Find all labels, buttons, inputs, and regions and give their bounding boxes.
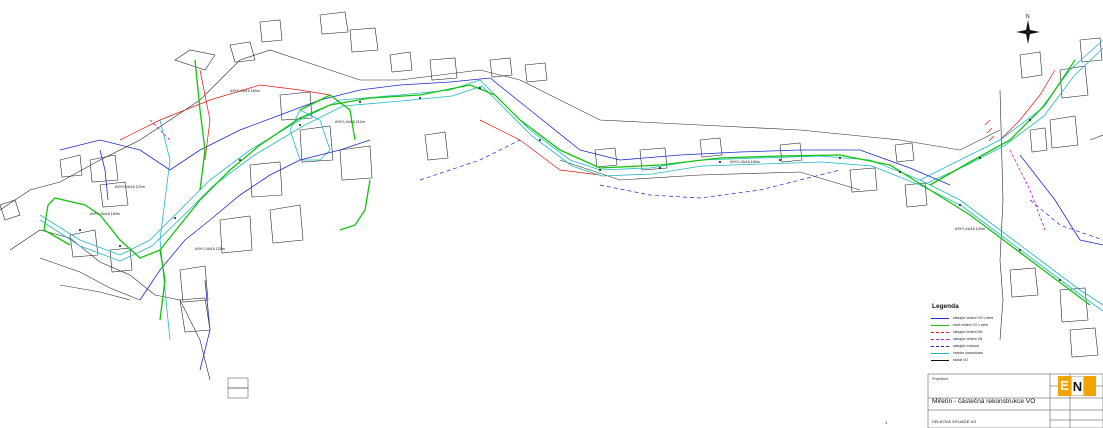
company-logo: E N	[1058, 376, 1096, 396]
poles	[79, 87, 1061, 281]
legend-item: stávající vedení VO v zemi	[928, 316, 1103, 321]
logo-block	[1084, 376, 1096, 396]
road-label: AYKY-J4x16 160m	[730, 160, 760, 164]
new-cable	[43, 59, 1091, 321]
existing-cable	[59, 77, 1103, 371]
legend-label: hranice komunikace	[953, 351, 984, 355]
project-title: Miřetín - částečná rekonstrukce VO	[932, 398, 1036, 405]
north-label: N	[1026, 14, 1030, 20]
legend-item: stávající vedení VN	[928, 337, 1103, 342]
legend-item: stožár VO	[928, 358, 1103, 363]
legend-item: stávající vedení NN	[928, 330, 1103, 335]
legend-label: stávající vedení NN	[953, 330, 983, 334]
road-label: AYKY-J4x16 210m	[335, 120, 365, 124]
road-corridor	[39, 39, 1103, 341]
legend-item: nové vedení VO v zemi	[928, 323, 1103, 328]
road-labels: AYKY-J4x16 160m AYKY-J4x16 210m AYKY-J4x…	[90, 89, 985, 251]
legend-label: stožár VO	[953, 358, 969, 362]
north-arrow-icon: N	[1016, 14, 1040, 44]
road-label: AYKY-J4x16 120m	[195, 247, 225, 251]
legend-label: stávající vedení VN	[953, 337, 983, 341]
page-number: 1	[885, 420, 888, 425]
legend-item: hranice komunikace	[928, 351, 1103, 356]
road-label: AYKY-J4x16 120m	[115, 185, 145, 189]
legend-item: stávající vodovod	[928, 344, 1103, 349]
sheet-title: CELKOVÁ SITUACE VO	[932, 419, 977, 424]
road-label: AYKY-J4x16 160m	[230, 89, 260, 93]
legend-label: stávající vodovod	[953, 344, 980, 348]
logo-letter: E	[1058, 376, 1071, 396]
legend-title: Legenda	[932, 303, 959, 310]
title-block-note: Projektant	[932, 377, 948, 381]
title-block: Projektant E N Miřetín - částečná rekons…	[928, 374, 1103, 428]
legend: Legenda stávající vedení VO v zemi nové …	[928, 302, 1103, 372]
road-label: AYKY-J4x16 160m	[90, 212, 120, 216]
legend-label: stávající vedení VO v zemi	[953, 316, 994, 320]
parcel-outlines	[0, 11, 1103, 381]
legend-label: nové vedení VO v zemi	[953, 323, 989, 327]
road-label: AYKY-J4x16 120m	[955, 227, 985, 231]
logo-letter: N	[1071, 376, 1084, 396]
water-line	[419, 139, 1103, 241]
